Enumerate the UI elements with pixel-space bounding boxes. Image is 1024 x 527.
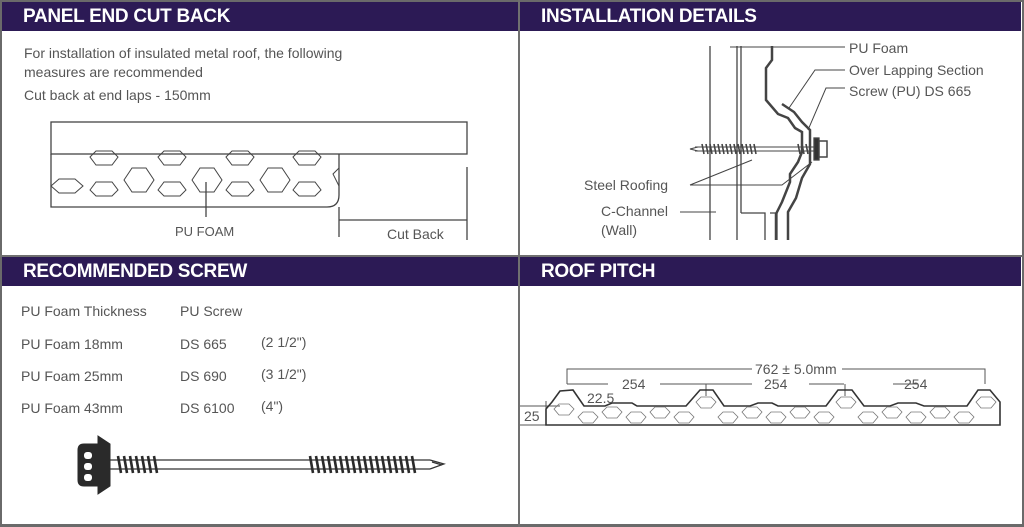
column-header-screw: PU Screw (180, 303, 243, 319)
table-cell: (4") (261, 398, 284, 414)
table-cell: PU Foam 25mm (21, 368, 123, 384)
row-divider (0, 255, 1024, 257)
rib-height-dimension: 22.5 (587, 390, 615, 406)
installation-diagram (680, 46, 845, 240)
panel-end-cut-back: PANEL END CUT BACK For installation of i… (2, 2, 518, 255)
intro-text-line2: measures are recommended (24, 64, 203, 80)
screw-label: Screw (PU) DS 665 (849, 83, 972, 99)
table-cell: PU Foam 18mm (21, 336, 123, 352)
panel-installation-details: INSTALLATION DETAILS PU Foam (520, 2, 1021, 255)
section-title: ROOF PITCH (520, 257, 1021, 286)
over-lapping-label: Over Lapping Section (849, 62, 984, 78)
section-title: PANEL END CUT BACK (2, 2, 518, 31)
panel-end-diagram (50, 121, 468, 240)
pu-foam-label: PU Foam (849, 40, 909, 56)
panel-roof-pitch: ROOF PITCH (520, 257, 1021, 524)
section-title: RECOMMENDED SCREW (2, 257, 518, 286)
column-header-thickness: PU Foam Thickness (21, 303, 147, 319)
pitch-dimension-1: 254 (622, 376, 646, 392)
total-width-dimension: 762 ± 5.0mm (755, 361, 837, 377)
table-cell: (2 1/2") (261, 334, 307, 350)
c-channel-label: C-Channel (601, 203, 668, 219)
table-cell: (3 1/2") (261, 366, 307, 382)
pitch-dimension-2: 254 (764, 376, 788, 392)
panel-recommended-screw: RECOMMENDED SCREW PU Foam Thickness PU S… (2, 257, 518, 524)
table-cell: PU Foam 43mm (21, 400, 123, 416)
wall-label: (Wall) (601, 222, 638, 238)
pitch-dimension-3: 254 (904, 376, 928, 392)
steel-roofing-label: Steel Roofing (584, 177, 669, 193)
table-cell: DS 665 (180, 336, 227, 352)
table-cell: DS 6100 (180, 400, 235, 416)
roof-pitch-diagram (520, 368, 1001, 426)
table-cell: DS 690 (180, 368, 227, 384)
intro-text-line1: For installation of insulated metal roof… (24, 45, 343, 61)
section-title: INSTALLATION DETAILS (520, 2, 1021, 31)
cut-back-note: Cut back at end laps - 150mm (24, 87, 211, 103)
pu-foam-label: PU FOAM (175, 224, 235, 239)
screw-icon (77, 435, 446, 495)
cut-back-label: Cut Back (387, 226, 444, 242)
thickness-dimension: 25 (524, 408, 540, 424)
column-divider (518, 0, 520, 527)
